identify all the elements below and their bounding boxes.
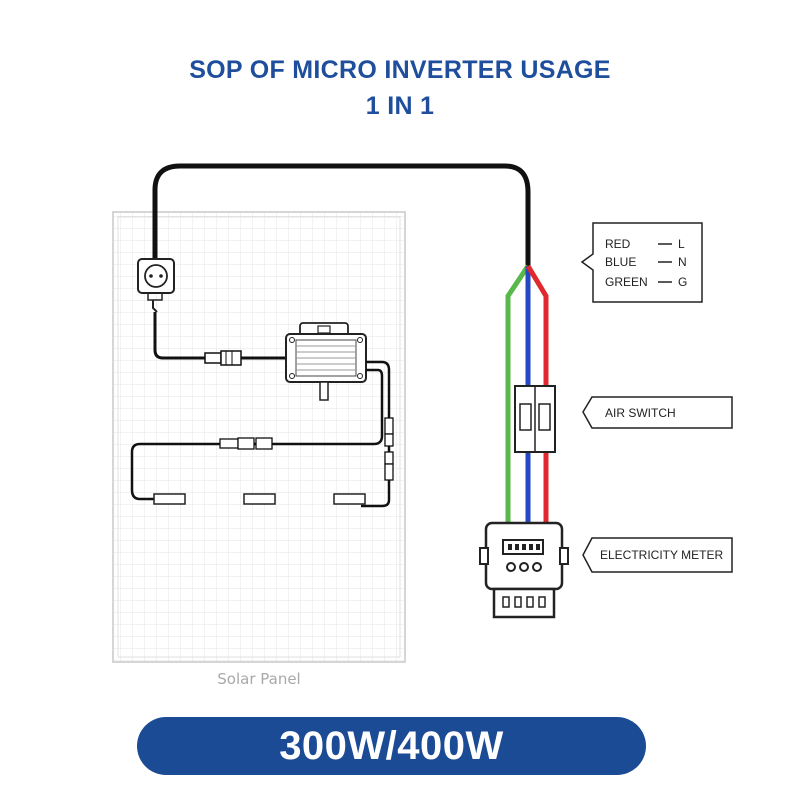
ac-connector [204,350,242,366]
dc-connector [219,437,273,450]
power-rating-badge: 300W/400W [137,717,646,775]
inverter-ac-cable [153,312,292,360]
electricity-meter [479,521,569,619]
junction-box [333,493,366,505]
socket-icon [137,258,175,313]
junction-box [153,493,186,505]
wire-color-legend: RED L BLUE N GREEN G [580,222,703,303]
red-wire [525,264,549,560]
diagram-subtitle: 1 IN 1 [365,92,435,120]
legend-green-label: GREEN [605,275,648,289]
electricity-meter-label: ELECTRICITY METER [600,548,723,562]
legend-red-label: RED [605,237,631,251]
air-switch-callout: AIR SWITCH [582,396,733,429]
solar-panel-label: Solar Panel [217,670,300,688]
micro-inverter [285,322,367,401]
legend-blue-label: BLUE [605,255,636,269]
air-switch [514,385,556,453]
dc-connector [384,417,394,447]
dc-connector [384,451,394,481]
legend-green-terminal: G [678,275,687,289]
electricity-meter-callout: ELECTRICITY METER [582,537,733,573]
diagram-title: SOP OF MICRO INVERTER USAGE [189,56,611,84]
junction-box [243,493,276,505]
legend-blue-terminal: N [678,255,687,269]
green-wire [505,264,531,560]
air-switch-label: AIR SWITCH [605,406,676,420]
legend-red-terminal: L [678,237,685,251]
ac-cable [152,163,531,269]
